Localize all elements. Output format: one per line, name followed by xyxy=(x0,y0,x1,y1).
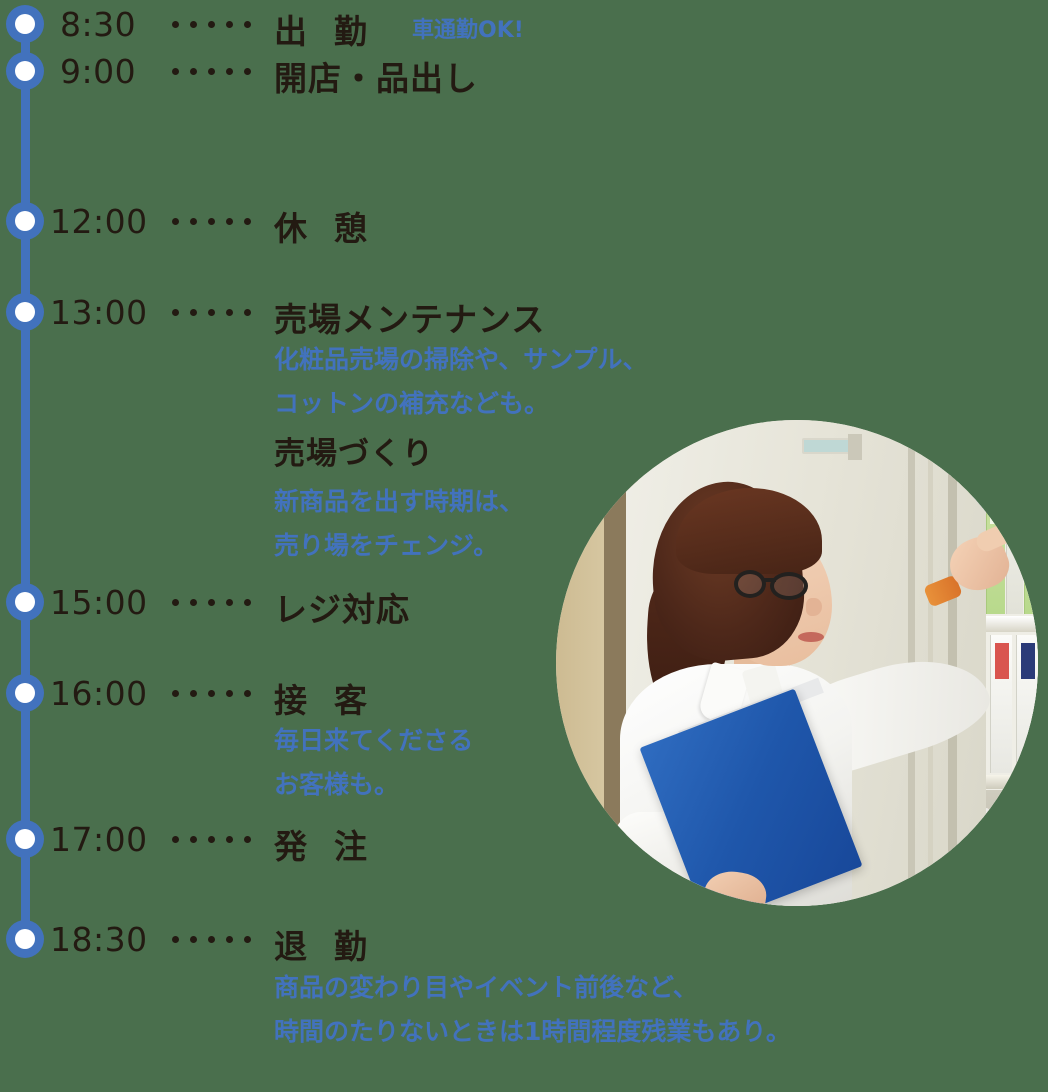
entry-time: 13:00 xyxy=(50,293,148,332)
timeline-dot-7 xyxy=(6,820,44,858)
photo-binder-lower-5 xyxy=(1016,635,1038,773)
separator-dots-icon xyxy=(172,52,251,90)
timeline-dot-1 xyxy=(6,5,44,43)
entry-time: 17:00 xyxy=(50,820,148,859)
entry-note-line: 新商品を出す時期は、 xyxy=(274,487,525,516)
timeline-dot-4 xyxy=(6,293,44,331)
separator-dots-icon xyxy=(172,5,251,43)
entry-title: 開店・品出し xyxy=(274,59,478,98)
separator-dots-icon xyxy=(172,583,251,621)
entry-title: レジ対応 xyxy=(274,590,410,629)
entry-time: 9:00 xyxy=(60,52,137,91)
entry-note-line: 化粧品売場の掃除や、サンプル、 xyxy=(274,345,648,374)
timeline-dot-8 xyxy=(6,920,44,958)
staff-photo xyxy=(556,420,1038,906)
separator-dots-icon xyxy=(172,202,251,240)
timeline-dot-5 xyxy=(6,583,44,621)
separator-dots-icon xyxy=(172,920,251,958)
entry-note-line: 商品の変わり目やイベント前後など、 xyxy=(274,973,698,1002)
photo-person-lips xyxy=(798,632,824,642)
photo-binder-green-4 xyxy=(1024,462,1038,614)
entry-note-line: 売り場をチェンジ。 xyxy=(274,531,499,560)
entry-note-line: 毎日来てくださる xyxy=(274,726,474,755)
timeline-dot-2 xyxy=(6,52,44,90)
entry-title: 接客 xyxy=(274,681,368,720)
entry-badge: 車通勤OK! xyxy=(412,18,524,43)
photo-person-glasses-right xyxy=(770,572,808,600)
photo-cabinet-seam-3 xyxy=(948,420,957,906)
photo-cabinet-latch xyxy=(848,434,862,460)
entry-note-line: お客様も。 xyxy=(274,770,400,799)
photo-cabinet-handle xyxy=(802,438,854,454)
separator-dots-icon xyxy=(172,674,251,712)
photo-person-bangs xyxy=(676,488,822,574)
photo-person-glasses-left xyxy=(734,570,766,598)
entry-time: 18:30 xyxy=(50,920,148,959)
entry-time: 15:00 xyxy=(50,583,148,622)
entry-note-line: 時間のたりないときは1時間程度残業もあり。 xyxy=(274,1017,791,1046)
entry-time: 8:30 xyxy=(60,5,137,44)
entry-time: 12:00 xyxy=(50,202,148,241)
entry-title: 退勤 xyxy=(274,927,368,966)
entry-sub-heading: 売場づくり xyxy=(274,436,434,472)
entry-title: 出勤 xyxy=(274,12,368,51)
separator-dots-icon xyxy=(172,293,251,331)
entry-title: 発注 xyxy=(274,827,368,866)
photo-person-nose xyxy=(806,598,822,616)
entry-note-line: コットンの補充なども。 xyxy=(274,389,550,418)
photo-binder-lower-4 xyxy=(990,635,1012,773)
entry-title: 休憩 xyxy=(274,209,368,248)
timeline-dot-3 xyxy=(6,202,44,240)
photo-person-glasses-bridge xyxy=(764,578,776,582)
separator-dots-icon xyxy=(172,820,251,858)
timeline-line xyxy=(21,24,30,940)
timeline-dot-6 xyxy=(6,674,44,712)
entry-title: 売場メンテナンス xyxy=(274,300,546,339)
entry-time: 16:00 xyxy=(50,674,148,713)
